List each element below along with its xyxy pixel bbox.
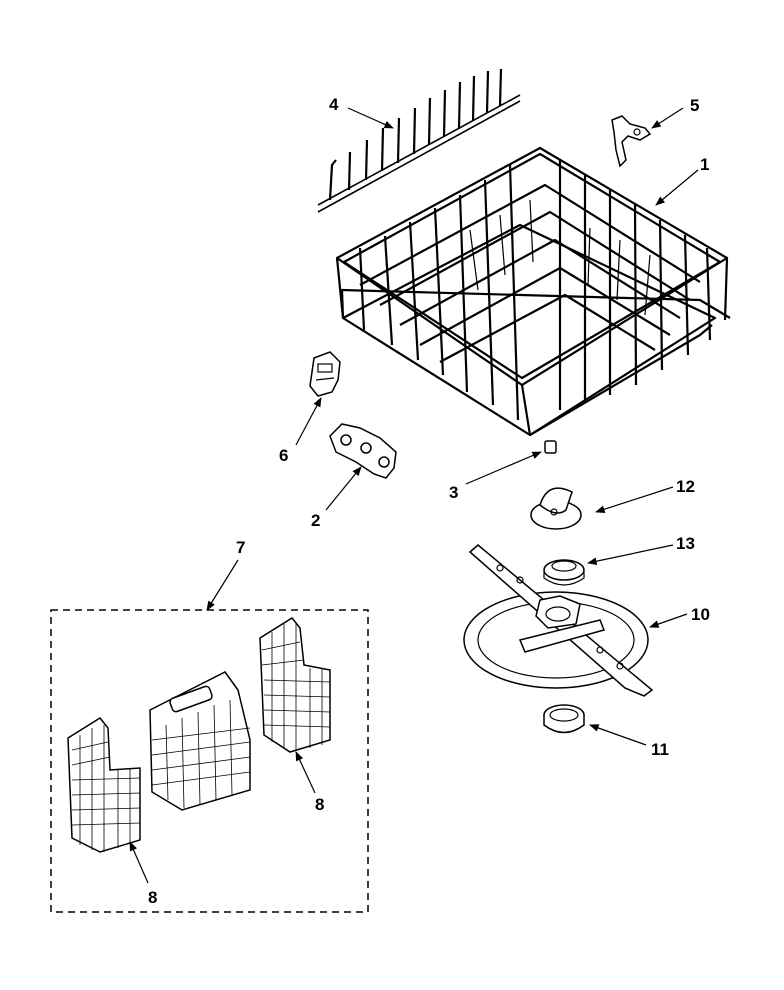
lower-rack-icon (335, 146, 731, 437)
callout-4: 4 (329, 95, 339, 114)
rack-roller-icon (329, 423, 397, 479)
callout-13: 13 (676, 534, 695, 553)
callout-1: 1 (700, 155, 709, 174)
callout-11: 11 (651, 740, 669, 759)
nut-cap-icon (530, 487, 582, 530)
callout-12: 12 (676, 477, 695, 496)
bearing-ring-icon (543, 704, 585, 734)
callout-7: 7 (236, 538, 245, 557)
center-basket-icon (149, 671, 251, 811)
roller-axle-icon (544, 440, 557, 454)
leader-lines (129, 107, 699, 884)
basket-side-icon (259, 617, 331, 753)
callout-5: 5 (690, 96, 699, 115)
seal-icon (543, 559, 585, 586)
callout-6: 6 (279, 446, 288, 465)
callout-3: 3 (449, 483, 458, 502)
basket-side-icon (67, 717, 141, 853)
spray-arm-assembly-icon (463, 544, 654, 697)
callout-8: 8 (315, 795, 324, 814)
callout-10: 10 (691, 605, 710, 624)
callout-8: 8 (148, 888, 157, 907)
tine-row-icon (317, 68, 521, 213)
rack-clip-icon (611, 115, 652, 168)
callout-labels: 4 5 1 6 2 3 12 13 10 11 7 8 8 (148, 95, 710, 907)
callout-2: 2 (311, 511, 320, 530)
roller-bracket-icon (309, 351, 341, 397)
